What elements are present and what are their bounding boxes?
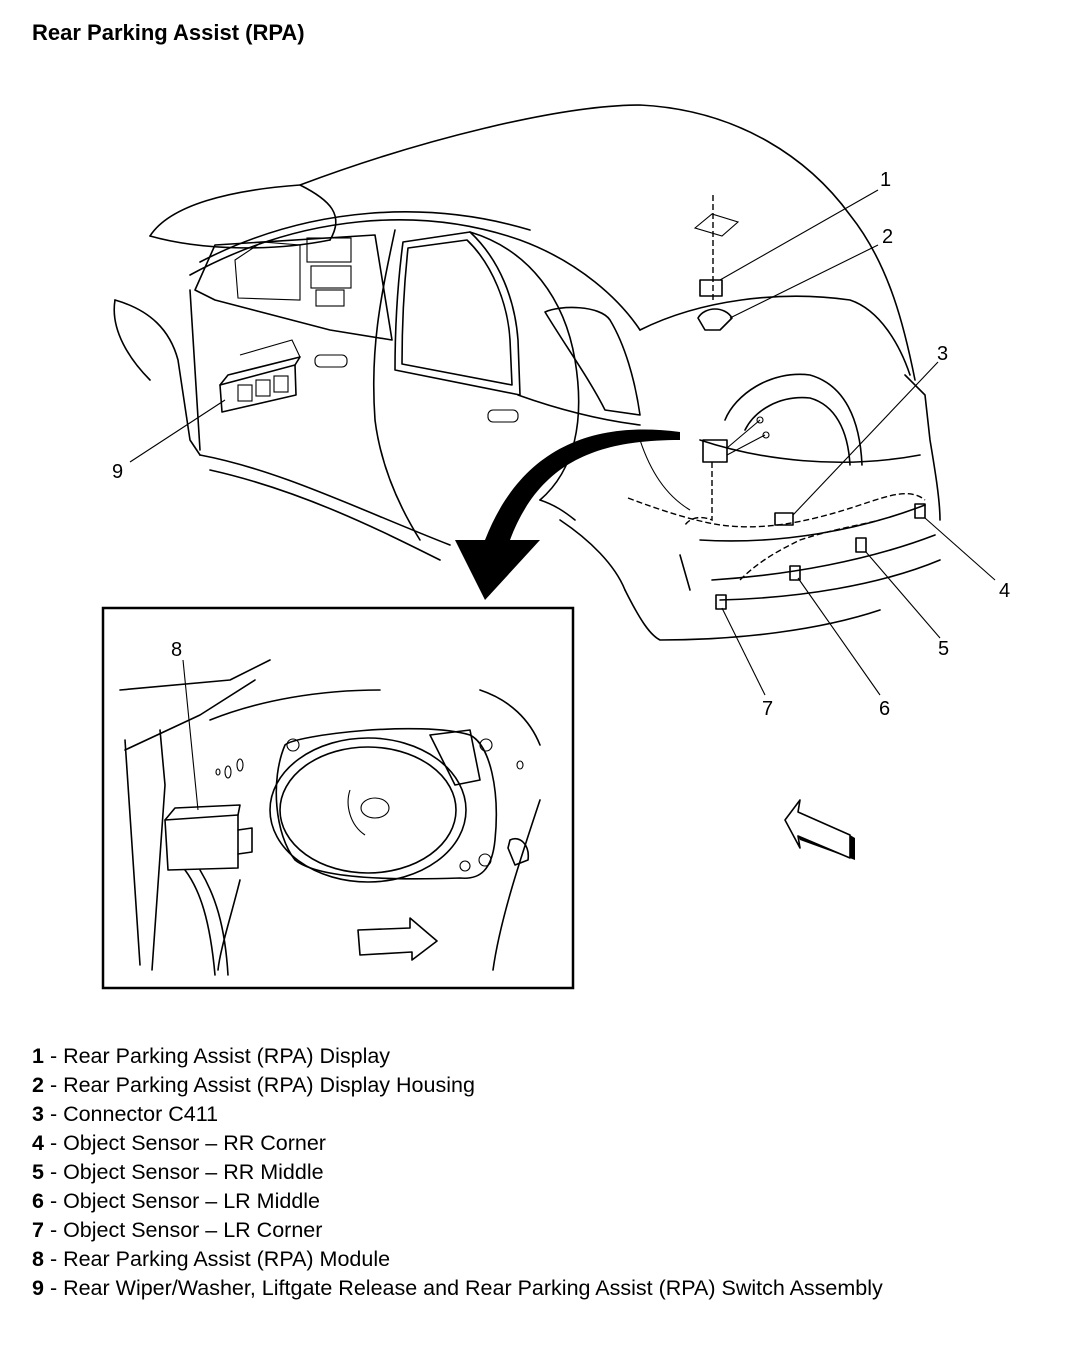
callout-6: 6 bbox=[879, 698, 890, 720]
vehicle-diagram: 1 2 3 4 5 6 7 8 9 bbox=[101, 104, 1010, 990]
callout-4: 4 bbox=[999, 580, 1010, 602]
callout-2: 2 bbox=[882, 226, 893, 248]
callout-3: 3 bbox=[937, 343, 948, 365]
legend-item: 1 - Rear Parking Assist (RPA) Display bbox=[32, 1044, 391, 1068]
leader-lines bbox=[129, 189, 996, 811]
direction-arrow bbox=[784, 799, 855, 860]
switch-assembly bbox=[219, 339, 301, 413]
legend-item: 3 - Connector C411 bbox=[32, 1102, 219, 1126]
legend-item: 5 - Object Sensor – RR Middle bbox=[32, 1160, 324, 1184]
legend-item: 2 - Rear Parking Assist (RPA) Display Ho… bbox=[32, 1073, 475, 1097]
callout-9: 9 bbox=[112, 461, 123, 483]
detail-inset bbox=[101, 606, 575, 990]
legend-item: 6 - Object Sensor – LR Middle bbox=[32, 1189, 321, 1213]
view-arrow bbox=[455, 429, 680, 600]
legend-item: 9 - Rear Wiper/Washer, Liftgate Release … bbox=[32, 1276, 883, 1300]
parts-legend: 1 - Rear Parking Assist (RPA) Display 2 … bbox=[32, 1042, 883, 1303]
legend-item: 4 - Object Sensor – RR Corner bbox=[32, 1131, 326, 1155]
diagram-title: Rear Parking Assist (RPA) bbox=[32, 20, 305, 45]
callout-1: 1 bbox=[880, 169, 891, 191]
callout-7: 7 bbox=[762, 698, 773, 720]
callout-labels: 1 2 3 4 5 6 7 8 9 bbox=[112, 169, 1010, 720]
legend-item: 8 - Rear Parking Assist (RPA) Module bbox=[32, 1247, 391, 1271]
callout-8: 8 bbox=[171, 639, 182, 661]
rpa-display-assembly bbox=[693, 195, 740, 331]
legend-item: 7 - Object Sensor – LR Corner bbox=[32, 1218, 323, 1242]
callout-5: 5 bbox=[938, 638, 949, 660]
rear-harness bbox=[627, 416, 926, 610]
